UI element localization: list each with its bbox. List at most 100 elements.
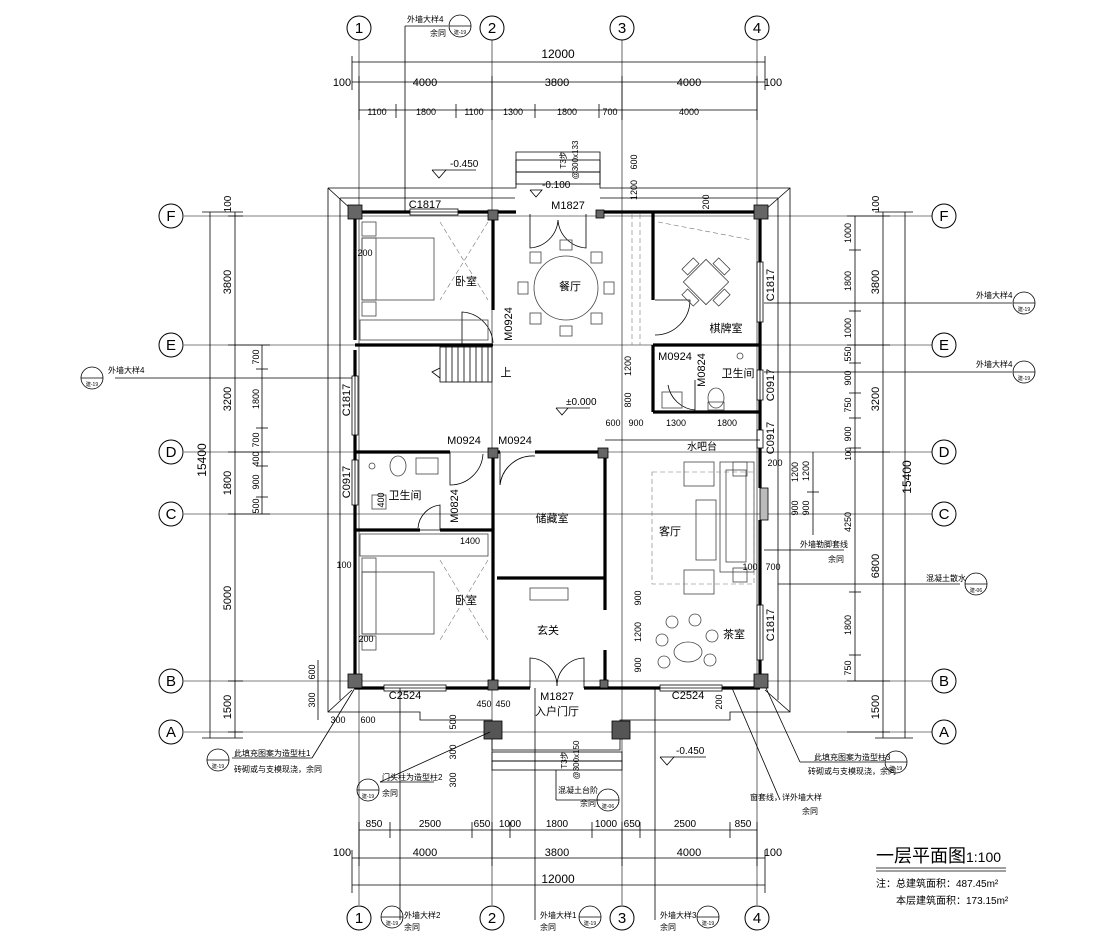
interior-dimensions: 600 1200 200 200 1200 800 600 900 1300 1… xyxy=(330,154,800,787)
level-floor: ±0.000 xyxy=(566,397,597,408)
axis-bubble-bottom-3-label: 3 xyxy=(618,910,626,927)
axis-bubble-left-C-label: C xyxy=(166,506,177,523)
axis-bubble-left-A-label: A xyxy=(166,724,176,741)
axis-bubble-top-1-label: 1 xyxy=(355,20,363,37)
dim-right-r1-3: 550 xyxy=(843,346,853,361)
idim-1800: 1800 xyxy=(717,418,737,428)
dim-left-r1-1: 1800 xyxy=(251,389,261,409)
room-bedroom-bottom: 卧室 xyxy=(455,593,477,607)
tag-m0924-a: M0924 xyxy=(503,307,515,341)
axis-bubble-right-E-label: E xyxy=(939,337,949,354)
axis-bubble-top-3-label: 3 xyxy=(618,20,626,37)
axis-bubble-bottom-1-label: 1 xyxy=(355,910,363,927)
dim-left-r1-5: 500 xyxy=(251,498,261,513)
level-bottom-outside: -0.450 xyxy=(676,746,705,757)
axis-bubble-right-F-label: F xyxy=(939,208,948,225)
dim-top-total: 12000 xyxy=(541,47,575,61)
dim-left-r1-3: 400 xyxy=(251,451,261,466)
dim-bot-r2-0: 100 xyxy=(333,847,351,859)
dim-bot-total: 12000 xyxy=(541,872,575,886)
axis-bubble-right-A: A xyxy=(931,719,957,745)
tag-c2524-right: C2524 xyxy=(672,690,704,702)
room-bar: 水吧台 xyxy=(687,440,717,453)
building-outline xyxy=(327,151,791,771)
title-floor-area: 本层建筑面积：173.15m² xyxy=(896,894,1009,907)
dim-top-r3-5: 700 xyxy=(602,107,617,117)
dim-bot-r1-8: 850 xyxy=(735,819,752,830)
tag-c1817-right-top: C1817 xyxy=(765,269,777,301)
callout-same-detail-1: 余同 xyxy=(540,922,556,932)
room-entrance: 入户门厅 xyxy=(535,704,579,718)
idim-1200b: 1200 xyxy=(623,356,633,376)
dim-bot-r1-0: 850 xyxy=(366,819,383,830)
axis-bubble-left-B-label: B xyxy=(166,673,176,690)
axis-bubble-right-F: F xyxy=(931,203,957,229)
callout-same-sill: 余同 xyxy=(802,806,818,816)
idim-900c: 900 xyxy=(633,590,643,605)
dim-top-r2-3: 4000 xyxy=(677,77,701,89)
callout-wall-detail-4-right-b: 外墙大样4 xyxy=(976,359,1013,369)
dim-top-r3-3: 1300 xyxy=(503,107,523,117)
callout-wall-detail-1: 外墙大样1 xyxy=(540,910,577,920)
callout-fill-note-3: 此填充图案为造型柱3 xyxy=(814,752,891,762)
dim-right-r1-7: 900 xyxy=(843,426,853,441)
axis-bubble-top-4: 4 xyxy=(744,15,770,41)
axis-bubble-bottom-3: 3 xyxy=(609,905,635,931)
dim-left-r1-0: 700 xyxy=(251,349,261,364)
callout-ref-detail-1: 建-19 xyxy=(584,920,596,927)
tag-m0924-d: M0924 xyxy=(498,435,532,447)
callout-concrete-steps: 混凝土台阶 xyxy=(558,785,598,795)
callout-same-skirting: 余同 xyxy=(828,554,844,564)
dimensions-top: 12000 100 4000 3800 4000 100 1100 1800 1… xyxy=(333,47,782,120)
callout-outer-skirting: 外墙勒脚套线 xyxy=(800,539,848,549)
idim-900d: 900 xyxy=(633,657,643,672)
callout-ref-fill-1: 建-19 xyxy=(212,763,224,770)
callout-wall-detail-4-right-a: 外墙大样4 xyxy=(976,290,1013,300)
dim-bot-r2-4: 100 xyxy=(764,847,782,859)
dim-right-r1-2: 1000 xyxy=(843,318,853,338)
axis-lines xyxy=(184,40,932,905)
dim-left-total: 15400 xyxy=(195,443,209,477)
idim-700: 700 xyxy=(765,562,780,572)
dim-right-r1-0: 1000 xyxy=(843,223,853,243)
idim-300a: 300 xyxy=(448,744,458,759)
callout-ref-top: 建-19 xyxy=(454,29,466,36)
idim-300c: 300 xyxy=(330,715,345,725)
steps-bottom-label: T3步 xyxy=(560,751,569,768)
dim-left-r2-5: 1500 xyxy=(222,695,234,719)
axis-bubble-bottom-4: 4 xyxy=(744,905,770,931)
callout-wall-detail-4-left: 外墙大样4 xyxy=(108,365,145,375)
axis-bubble-left-F: F xyxy=(158,203,184,229)
dim-right-r1-4: 900 xyxy=(843,370,853,385)
idim-1200c: 1200 xyxy=(790,462,800,482)
axis-bubble-bottom-4-label: 4 xyxy=(753,910,761,927)
axis-bubble-top-1: 1 xyxy=(346,15,372,41)
dim-bot-r2-1: 4000 xyxy=(413,847,437,859)
room-bath-right: 卫生间 xyxy=(722,366,755,380)
idim-600a: 600 xyxy=(629,154,639,169)
callout-ref-door-col: 建-19 xyxy=(362,793,374,800)
tag-m0824-b: M0824 xyxy=(449,489,461,523)
room-bedroom-top: 卧室 xyxy=(455,274,477,288)
dim-left-r1-4: 900 xyxy=(251,474,261,489)
idim-500: 500 xyxy=(448,714,458,729)
dim-right-r1-11: 1800 xyxy=(843,615,853,635)
furniture xyxy=(359,214,760,669)
dim-right-r2-1: 3800 xyxy=(870,270,882,294)
title-block: 一层平面图 1:100 注： 总建筑面积：487.45m² 本层建筑面积：173… xyxy=(876,846,1009,907)
tag-c1817-top: C1817 xyxy=(409,199,441,211)
dim-left-r2-1: 3800 xyxy=(222,270,234,294)
tag-m0924-b: M0924 xyxy=(658,351,692,363)
tag-c1817-right-bottom: C1817 xyxy=(765,609,777,641)
dim-top-r3-1: 1800 xyxy=(416,107,436,117)
tag-m0924-c: M0924 xyxy=(447,435,481,447)
dim-left-r1-6: 600 xyxy=(307,664,317,679)
idim-1200d: 1200 xyxy=(633,622,643,642)
axis-bubble-bottom-2-label: 2 xyxy=(488,910,496,927)
axis-bubble-top-3: 3 xyxy=(609,15,635,41)
callout-ref-fill-3: 建-19 xyxy=(890,765,902,772)
room-storage: 储藏室 xyxy=(536,511,569,525)
tag-c2524-left: C2524 xyxy=(389,690,421,702)
